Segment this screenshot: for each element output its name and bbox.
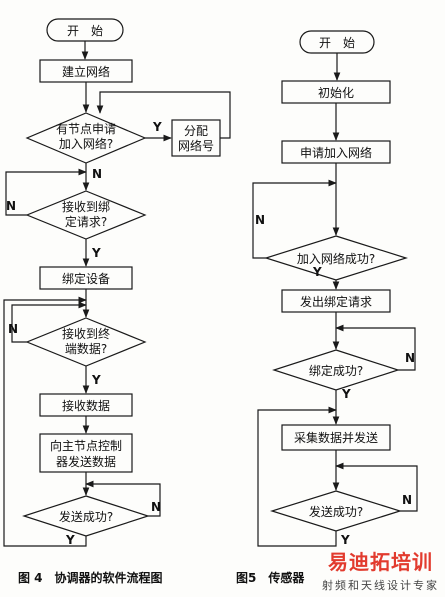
fig4-send-success-yes-label: Y	[65, 533, 75, 547]
fig5-bind-success-yes-label: Y	[341, 387, 351, 401]
fig5-join-success-no-label: N	[255, 213, 265, 227]
fig4-recv-bind-no-label: N	[6, 199, 16, 213]
fig4-recv-terminal-line2: 端数据?	[65, 341, 107, 356]
fig5-bind-success-no-label: N	[405, 351, 415, 365]
fig5-send-success-no-label: N	[402, 493, 412, 507]
fig5-send-bind-request-label: 发出绑定请求	[300, 294, 372, 309]
fig4-start-label: 开 始	[67, 24, 103, 38]
fig5-join-success-label: 加入网络成功?	[297, 251, 375, 266]
figure4-caption: 图 4 协调器的软件流程图	[18, 571, 163, 585]
fig4-node-request-yes-label: Y	[152, 120, 162, 134]
fig5-send-success-label: 发送成功?	[309, 504, 363, 519]
fig5-bind-success-label: 绑定成功?	[309, 363, 363, 378]
fig4-send-to-master-line1: 向主节点控制	[50, 438, 122, 453]
figure5-caption: 图5 传感器	[236, 571, 305, 585]
fig4-assign-address-line1: 分配	[184, 124, 208, 138]
fig4-node-request-line2: 加入网络?	[59, 136, 113, 151]
fig4-recv-terminal-yes-label: Y	[91, 373, 101, 387]
fig5-join-success-yes-label: Y	[312, 265, 322, 279]
watermark-title: 易迪拓培训	[328, 550, 433, 574]
fig5-apply-join-label: 申请加入网络	[300, 145, 372, 160]
fig4-recv-bind-line2: 定请求?	[65, 214, 107, 229]
fig4-send-to-master-line2: 器发送数据	[56, 454, 116, 469]
fig4-recv-bind-line1: 接收到绑	[62, 199, 110, 214]
watermark-subtitle: 射频和天线设计专家	[322, 579, 439, 592]
fig4-node-request-no-label: N	[92, 167, 102, 181]
fig4-recv-terminal-no-label: N	[8, 322, 18, 336]
fig5-initialize-label: 初始化	[318, 86, 354, 100]
fig4-assign-address-line2: 网络号	[178, 138, 214, 153]
fig5-send-success-yes-label: Y	[340, 533, 350, 547]
fig4-recv-terminal-line1: 接收到终	[62, 326, 110, 341]
fig4-receive-data-label: 接收数据	[62, 398, 110, 413]
fig4-bind-device-label: 绑定设备	[62, 271, 110, 286]
fig5-start-label: 开 始	[319, 36, 355, 50]
figure5-flowchart: 开 始 初始化 申请加入网络 加入网络成功? N Y 发出绑定请求 绑定成功? …	[252, 30, 418, 547]
figure4-flowchart: 开 始 建立网络 有节点申请 加入网络? Y 分配 网络号 N 接收到绑 定请求…	[3, 18, 231, 547]
fig4-create-network-label: 建立网络	[62, 64, 110, 79]
fig4-send-success-no-label: N	[151, 500, 161, 514]
fig4-recv-bind-yes-label: Y	[91, 246, 101, 260]
fig4-send-success-label: 发送成功?	[59, 509, 113, 524]
fig5-collect-send-label: 采集数据并发送	[294, 430, 378, 445]
fig4-node-request-line1: 有节点申请	[56, 122, 116, 136]
watermark-logo: 易迪拓培训 射频和天线设计专家	[318, 546, 444, 597]
